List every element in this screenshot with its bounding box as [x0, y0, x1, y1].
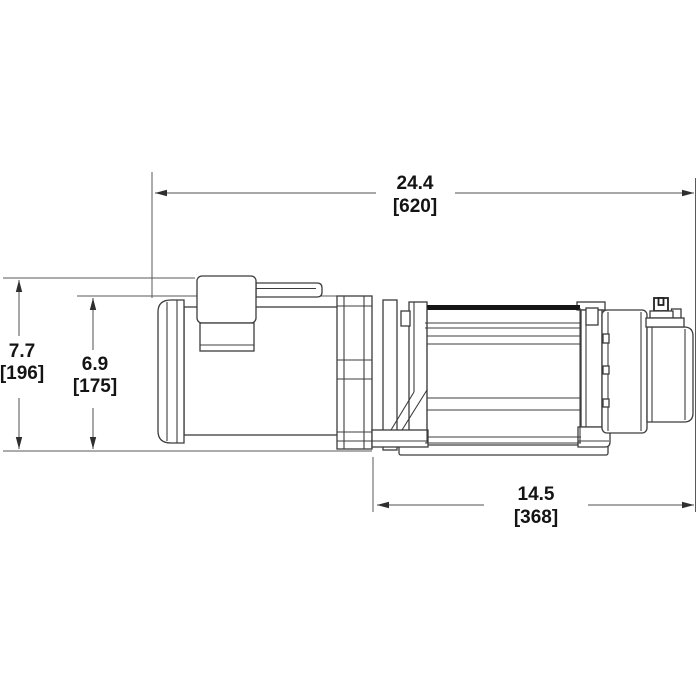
motor-support [336, 295, 373, 450]
motor-end-cap [157, 299, 185, 444]
arrowhead-right [682, 189, 694, 197]
support-tab [400, 310, 411, 327]
gear-housing [601, 309, 694, 434]
support-foot [371, 429, 429, 448]
control-box [196, 275, 323, 352]
dim-overall-height: 7.7 [196] [0, 277, 372, 452]
dim-drum-height-mm: [175] [73, 376, 117, 397]
winch-side-view [157, 275, 694, 456]
clutch-knob [645, 297, 685, 328]
base-tie-plate [398, 444, 609, 456]
dim-overall-length-mm: [620] [393, 196, 437, 217]
arrowhead-left [377, 501, 389, 509]
support-housing [336, 295, 373, 450]
arrowhead-right [682, 501, 694, 509]
drum-support-right [576, 301, 611, 448]
support-plate [382, 299, 398, 451]
arrowhead-down [15, 437, 23, 449]
control-box-lower [199, 322, 255, 352]
support-foot [577, 426, 611, 448]
dim-mount-length-in: 14.5 [518, 484, 555, 505]
dim-drum-height-in: 6.9 [82, 354, 108, 375]
arrowhead-up [89, 298, 97, 310]
support-column [580, 309, 603, 428]
arrowhead-up [15, 280, 23, 292]
dim-mount-length: 14.5 [368] [372, 457, 694, 528]
control-box-upper [196, 275, 257, 324]
dim-drum-height: 6.9 [175] [73, 295, 338, 449]
adapter-tab [602, 398, 610, 408]
support-column [408, 301, 428, 444]
gusset-edge [401, 389, 428, 431]
arrowhead-down [89, 437, 97, 449]
rope-drum [425, 305, 581, 444]
dim-mount-length-mm: [368] [514, 507, 558, 528]
adapter-tab [602, 365, 610, 375]
clutch-collar [649, 310, 674, 319]
gear-end-drum [646, 326, 694, 423]
support-tab [585, 307, 599, 326]
arrowhead-left [155, 189, 167, 197]
dim-overall-height-in: 7.7 [9, 341, 35, 362]
clutch-base [645, 317, 685, 328]
control-conduit [255, 282, 323, 298]
drum-support-left [371, 299, 429, 451]
adapter-tab [602, 333, 610, 344]
gusset-edge [390, 391, 415, 431]
dim-overall-height-mm: [196] [0, 363, 44, 384]
dim-overall-length: 24.4 [620] [151, 172, 696, 512]
clutch-handle-notch [657, 297, 665, 306]
dim-overall-length-in: 24.4 [397, 173, 434, 194]
